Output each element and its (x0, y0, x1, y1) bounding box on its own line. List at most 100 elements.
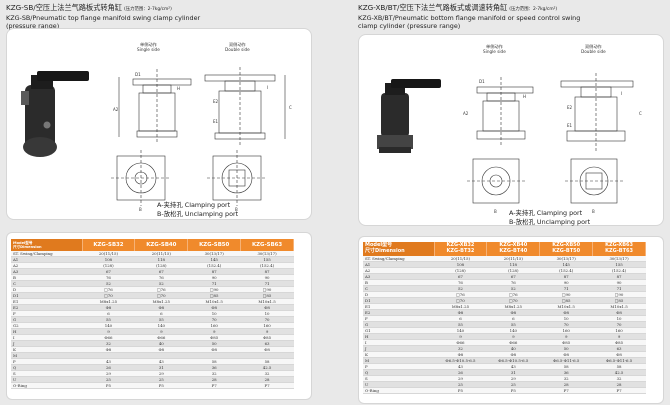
left-spec-table: Model型号尺寸Dimension KZG-SB32 KZG-SB40 KZG… (11, 239, 294, 389)
table-cell: 31 (134, 364, 188, 371)
table-cell: Φ8 (592, 309, 646, 316)
row-label-cell: A1 (11, 256, 82, 263)
table-cell: 140 (486, 327, 540, 334)
table-cell: 10 (539, 315, 593, 322)
table-cell: 32 (539, 375, 593, 382)
table-cell: 160 (539, 327, 593, 334)
clamping-port-note: A-夹持孔 Clamping port (157, 201, 231, 209)
row-label-cell: ST. Swing/Clamping (363, 256, 434, 262)
left-drawing: D1 H I C E2 E1 A2 B B (21, 67, 292, 212)
plan-view-right (565, 158, 623, 204)
table-cell (134, 352, 188, 359)
row-label-cell: B (363, 279, 434, 286)
table-row: A2(128)(128)(152.4)(152.4) (363, 267, 646, 274)
table-cell: 55 (134, 316, 188, 323)
table-cell: 160 (187, 322, 241, 329)
row-label-cell: M (11, 352, 82, 359)
corner-header: Model型号尺寸Dimension (11, 239, 83, 251)
cylinder-photo-icon (21, 71, 89, 157)
table-cell: Φ8 (486, 309, 540, 316)
table-cell: M10x1.5 (240, 298, 294, 305)
table-cell: 55 (82, 316, 135, 323)
table-cell: □76 (434, 291, 487, 298)
table-cell: 9 (434, 333, 487, 340)
table-cell: Φ66 (82, 334, 135, 341)
table-cell: M8x1.25 (134, 298, 188, 305)
table-cell: 28 (187, 376, 241, 383)
table-cell: □76 (134, 286, 188, 293)
table-row: D1□70□70□85□85 (11, 292, 294, 299)
table-row: D1□70□70□85□85 (363, 297, 646, 304)
table-cell: 30(13/17) (187, 251, 241, 257)
table-cell: 52 (486, 285, 540, 292)
row-label-cell: Q (363, 369, 434, 376)
table-cell: 67 (486, 273, 540, 280)
table-cell: 90 (187, 274, 241, 281)
table-cell (187, 352, 241, 359)
dim-label-a2: A2 (113, 107, 119, 112)
cylinder-photo-icon (377, 79, 441, 153)
dim-label-d1: D1 (135, 72, 141, 77)
table-cell: 9 (486, 333, 540, 340)
table-cell: P5 (134, 382, 188, 389)
table-cell: 43 (134, 358, 188, 365)
table-cell: (128) (486, 267, 540, 274)
table-cell: 42.5 (240, 364, 294, 371)
table-cell: 10 (240, 310, 294, 317)
left-product-panel: KZG-SB/空压上法兰气路板式转角缸(压力范围：2-7kg/cm²) KZG-… (6, 0, 312, 405)
left-spec-table-box: Model型号尺寸Dimension KZG-SB32 KZG-SB40 KZG… (6, 232, 312, 400)
table-cell: 58 (539, 363, 593, 370)
table-cell: 6 (434, 315, 487, 322)
dim-label-h: H (523, 94, 526, 99)
row-label-cell: I (363, 339, 434, 346)
model-header-sb32: KZG-SB32 (82, 239, 136, 251)
table-cell (240, 352, 294, 359)
row-label-cell: M (363, 357, 434, 364)
table-cell: 29 (486, 375, 540, 382)
table-cell: 70 (240, 316, 294, 323)
row-label-cell: A2 (11, 262, 82, 269)
table-cell: Φ66 (486, 339, 540, 346)
left-pressure-range: (压力范围：2-7kg/cm²) (123, 7, 172, 12)
table-cell: 55 (434, 321, 487, 328)
unclamping-port-note: B-放松孔 Unclamping port (509, 217, 591, 226)
right-product-panel: KZG-XB/BT/空压下法兰气路板式或调速转角缸(压力范围：2-7kg/cm²… (358, 0, 664, 405)
table-cell: 76 (134, 274, 188, 281)
table-cell: 58 (592, 363, 646, 370)
table-cell: 87 (187, 268, 241, 275)
table-cell: 26 (434, 369, 487, 376)
row-label-cell: O-Ring (11, 382, 82, 389)
row-label-cell: U (11, 376, 82, 383)
dim-label-b-left: B (494, 209, 497, 214)
table-cell: Φ6.5-Φ10.5-6.5 (486, 357, 540, 364)
table-cell: (152.4) (240, 262, 294, 269)
table-cell: 9 (592, 333, 646, 340)
table-cell: P5 (434, 387, 487, 394)
table-cell: Φ85 (539, 339, 593, 346)
table-cell: 30(13/17) (592, 256, 646, 262)
dim-label-c: C (639, 111, 642, 116)
table-cell: 70 (187, 316, 241, 323)
table-cell: 6 (486, 315, 540, 322)
table-cell: 70 (592, 321, 646, 328)
